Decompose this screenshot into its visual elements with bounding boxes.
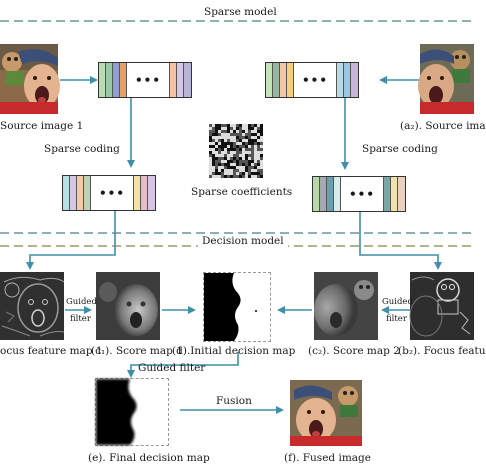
atom-cell — [351, 63, 358, 97]
source-image-2 — [418, 44, 474, 114]
atom-cell — [320, 177, 327, 211]
atom-cell — [170, 63, 177, 97]
atom-cell — [398, 177, 405, 211]
atom-cell — [141, 176, 148, 210]
atom-cell — [327, 177, 334, 211]
final-decision-map-label: (e). Final decision map — [88, 452, 210, 464]
source-image-1-label: Source image 1 — [0, 120, 84, 132]
score-map-2-label: (c₂). Score map 2 — [308, 345, 400, 357]
atom-cell — [113, 63, 120, 97]
guided-filter-left-line2: filter — [70, 314, 91, 324]
atom-cell — [273, 63, 280, 97]
initial-decision-map-label: (d).Initial decision map — [172, 345, 296, 357]
atom-cell — [280, 63, 287, 97]
flow-arrows — [26, 76, 442, 414]
ellipsis: ••• — [91, 176, 134, 210]
atom-cell — [63, 176, 70, 210]
source-image-1 — [0, 44, 60, 114]
guided-filter-right-line2: filter — [386, 314, 407, 324]
atom-cell — [184, 63, 191, 97]
focus-feature-map-2 — [409, 272, 474, 340]
section-dividers — [0, 20, 474, 247]
atom-cell — [384, 177, 391, 211]
decision-model-title: Decision model — [198, 235, 288, 247]
atom-cell — [287, 63, 294, 97]
dictionary-bar-top-left: ••• — [98, 62, 192, 98]
focus-feature-map-1-label: ocus feature map 1 — [0, 345, 103, 357]
sparse-coefficients-image — [209, 124, 263, 178]
atom-cell — [344, 63, 351, 97]
ellipsis: ••• — [341, 177, 384, 211]
ellipsis: ••• — [127, 63, 170, 97]
atom-cell — [391, 177, 398, 211]
dictionary-bar-top-right: ••• — [265, 62, 359, 98]
atom-cell — [70, 176, 77, 210]
atom-cell — [99, 63, 106, 97]
atom-cell — [120, 63, 127, 97]
coefficient-bar-left: ••• — [62, 175, 156, 211]
atom-cell — [337, 63, 344, 97]
focus-feature-map-2-label: (b₂). Focus featu — [398, 345, 486, 357]
atom-cell — [148, 176, 155, 210]
atom-cell — [106, 63, 113, 97]
ellipsis: ••• — [294, 63, 337, 97]
atom-cell — [84, 176, 91, 210]
sparse-model-title: Sparse model — [200, 6, 281, 18]
guided-filter-right-line1: Guided — [382, 297, 413, 307]
sparse-coding-right-label: Sparse coding — [362, 143, 438, 155]
atom-cell — [134, 176, 141, 210]
fusion-diagram: Sparse model Decision model — [0, 6, 486, 464]
score-map-2 — [314, 272, 378, 340]
initial-decision-map — [203, 272, 271, 342]
focus-feature-map-1 — [0, 272, 65, 340]
coefficient-bar-right: ••• — [312, 176, 406, 212]
atom-cell — [334, 177, 341, 211]
atom-cell — [177, 63, 184, 97]
sparse-coefficients-label: Sparse coefficients — [191, 186, 293, 198]
atom-cell — [77, 176, 84, 210]
sparse-coding-left-label: Sparse coding — [44, 143, 120, 155]
fused-image-label: (f). Fused image — [284, 452, 371, 464]
source-image-2-label: (a₂). Source ima — [400, 120, 486, 132]
guided-filter-left-line1: Guided — [66, 297, 97, 307]
atom-cell — [266, 63, 273, 97]
guided-filter-bottom-label: Guided filter — [138, 362, 206, 374]
fused-image — [290, 380, 362, 446]
atom-cell — [313, 177, 320, 211]
score-map-1-label: (c₁). Score map 1 — [91, 345, 183, 357]
fusion-label: Fusion — [216, 395, 252, 407]
final-decision-map — [95, 378, 169, 446]
score-map-1 — [96, 272, 160, 340]
